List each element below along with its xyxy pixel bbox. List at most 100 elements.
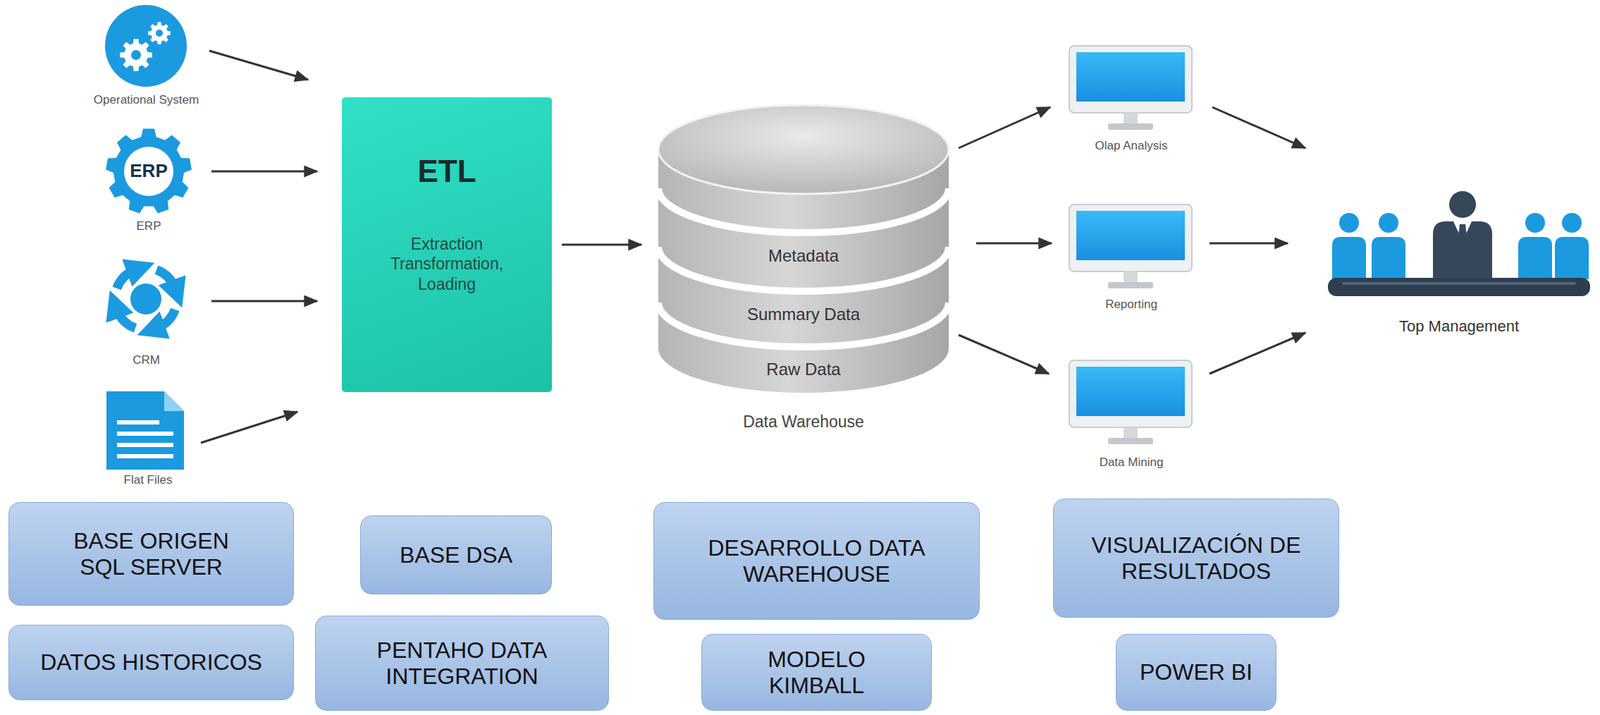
flat-file-icon [106,391,184,470]
monitor-icon [1069,204,1192,289]
node-text: DESARROLLO DATA WAREHOUSE [707,534,926,588]
monitor-node: Olap Analysis [1057,42,1206,156]
etl-box: ETL Extraction Transformation, Loading [341,97,552,392]
management-people-icon-part [1561,212,1582,233]
crm-cycle-icon-part [130,283,162,315]
monitor-node: Reporting [1057,200,1206,314]
cylinder-band: Summary Data [697,293,910,335]
step-box: DATOS HISTORICOS [8,624,294,700]
source-icon-node: ERP ERP [91,116,206,238]
management-people-icon-part [1554,236,1589,280]
flat-file-icon-part [117,442,174,447]
monitor-icon-part [1123,427,1138,439]
management-people-icon-part [1327,277,1591,297]
audience-node: Top Management [1323,186,1595,339]
monitor-icon-part [1108,123,1154,130]
monitor-icon-part [1108,281,1154,289]
monitor-icon-part [1069,204,1192,272]
node-text: Operational System [93,93,199,108]
flat-file-icon-part [164,391,184,411]
data-warehouse-cylinder-part [658,105,949,194]
data-warehouse-node: Data Warehouse MetadataSummary DataRaw Da… [655,98,952,438]
flow-arrow [561,243,642,246]
management-people-icon-part [1456,224,1469,256]
erp-gear-icon-part [124,146,174,196]
source-icon-node: CRM [84,246,208,371]
step-box: BASE ORIGEN SQL SERVER [8,501,294,606]
source-icon-node: Flat Files [91,387,205,492]
node-text: Top Management [1399,317,1519,335]
crm-cycle-icon-part [117,269,136,289]
node-text: MODELO KIMBALL [749,646,885,699]
crm-cycle-icon-part [156,269,175,289]
node-text: DATOS HISTORICOS [40,649,263,676]
node-text: ETL [417,153,476,190]
monitor-icon-part [1076,210,1185,261]
source-icon-node: Operational System [66,5,226,112]
monitor-icon-part [1069,360,1192,428]
flow-arrow [1209,242,1288,245]
operational-system-icon [105,4,187,87]
node-text: Extraction Transformation, Loading [382,234,512,295]
cylinder-band: Metadata [697,235,910,277]
node-text: ERP [136,219,162,234]
node-text: PENTAHO DATA INTEGRATION [360,637,564,690]
flow-arrow [209,50,309,80]
flat-file-icon-part [117,431,174,436]
management-people-icon-part [1371,236,1406,280]
node-text: CRM [132,353,160,368]
management-people-icon-part [1432,221,1493,280]
flow-arrow [211,300,318,303]
node-text: ERP [129,160,168,182]
node-text: Reporting [1105,297,1158,312]
flat-file-icon-part [106,391,184,470]
step-box: DESARROLLO DATA WAREHOUSE [653,501,980,620]
management-people-icon-part [1342,281,1577,285]
monitor-node: Data Mining [1057,355,1206,473]
node-text: Data Warehouse [742,412,865,431]
operational-system-icon-part [119,38,152,71]
flow-arrow [200,411,298,443]
data-warehouse-cylinder [658,105,949,393]
operational-system-icon-part [155,29,163,37]
node-text: Metadata [768,245,839,266]
monitor-icon-part [1108,437,1154,445]
flow-arrow [958,334,1049,374]
management-people-icon-part [1525,212,1546,233]
crm-cycle-icon-part [117,309,136,328]
flow-arrow [958,107,1051,149]
flat-file-icon-part [117,453,174,459]
monitor-icon-part [1123,271,1138,283]
crm-cycle-icon-part [156,309,175,328]
monitor-icon [1069,360,1192,445]
node-text: Flat Files [124,472,173,488]
management-people-icon-part [1332,236,1366,280]
crm-cycle-icon [117,269,176,329]
node-text: Summary Data [747,304,860,325]
step-box: POWER BI [1115,633,1277,711]
management-people-icon-part [1449,191,1476,218]
step-box: BASE DSA [360,515,552,595]
flow-arrow [976,242,1052,245]
erp-gear-icon-part [105,128,192,214]
operational-system-icon-part [131,50,141,60]
flow-arrow [211,170,318,173]
management-people-icon-part [1518,236,1553,280]
monitor-icon-part [1076,366,1185,416]
step-box: PENTAHO DATA INTEGRATION [315,615,609,711]
node-text: VISUALIZACIÓN DE RESULTADOS [1083,532,1309,585]
node-text: POWER BI [1139,659,1253,686]
management-people-icon-part [1378,212,1399,233]
management-people-icon [1327,191,1591,297]
operational-system-icon-part [105,4,187,87]
cylinder-band: Raw Data [697,349,910,390]
step-box: MODELO KIMBALL [701,633,932,711]
management-people-icon-part [1339,212,1359,233]
flow-arrow [1212,107,1306,149]
flow-arrow [1209,332,1306,374]
monitor-icon-part [1069,45,1192,113]
monitor-icon-part [1123,112,1138,125]
node-text: Raw Data [766,359,841,380]
